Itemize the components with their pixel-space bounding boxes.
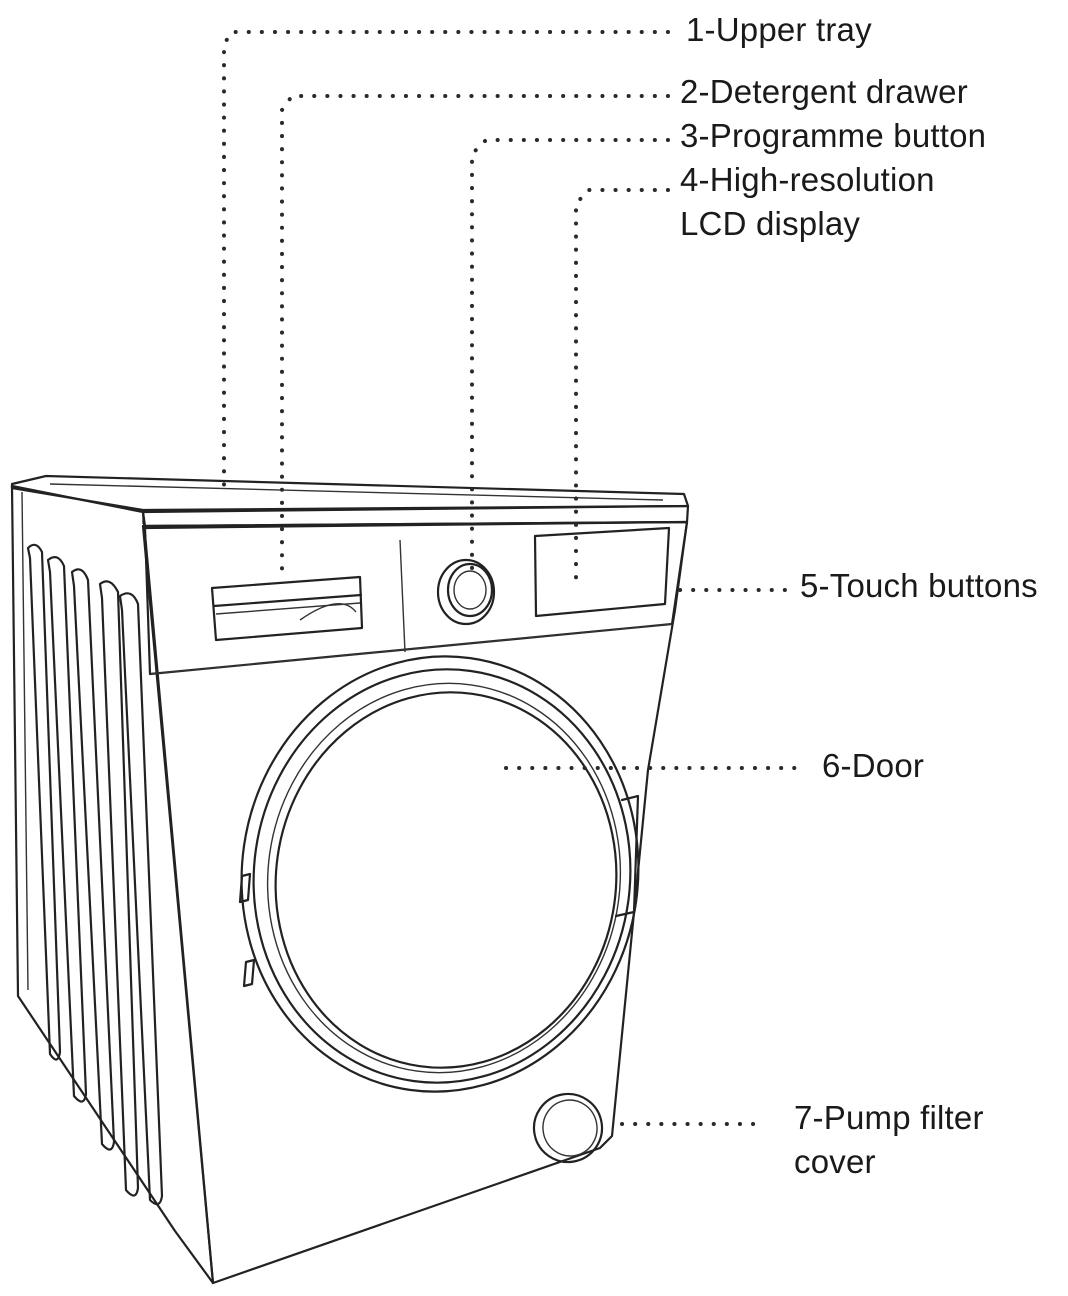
label-lcd-display-line-1: 4-High-resolution — [680, 161, 935, 198]
machine-top-surface — [10, 474, 690, 512]
pump-filter-part — [532, 1092, 604, 1164]
programme-knob — [436, 558, 496, 626]
washing-machine-illustration — [10, 474, 690, 1285]
label-detergent-drawer-line-1: 2-Detergent drawer — [680, 73, 968, 110]
control-panel — [143, 520, 689, 676]
label-door-line-1: 6-Door — [822, 747, 925, 784]
label-pump-filter-cover-line-2: cover — [794, 1143, 876, 1180]
leader-lines — [222, 30, 798, 1126]
leader-programme-button — [470, 138, 670, 582]
detergent-drawer-part — [210, 575, 364, 642]
leader-detergent-drawer — [280, 94, 670, 580]
label-touch-buttons-line-1: 5-Touch buttons — [800, 567, 1038, 604]
door-part — [238, 655, 640, 1093]
label-programme-button-line-1: 3-Programme button — [680, 117, 987, 154]
machine-front-panel — [141, 520, 689, 1285]
label-lcd-display: 4-High-resolution LCD display — [680, 158, 935, 246]
lcd-display-panel — [533, 526, 671, 618]
label-upper-tray-line-1: 1-Upper tray — [686, 11, 872, 48]
leader-lcd-display — [574, 188, 670, 584]
label-upper-tray: 1-Upper tray — [686, 8, 872, 52]
label-door: 6-Door — [822, 744, 924, 788]
label-pump-filter-cover-line-1: 7-Pump filter — [794, 1099, 984, 1136]
label-pump-filter-cover: 7-Pump filter cover — [794, 1096, 984, 1184]
label-lcd-display-line-2: LCD display — [680, 205, 861, 242]
label-programme-button: 3-Programme button — [680, 114, 986, 158]
label-touch-buttons: 5-Touch buttons — [800, 564, 1038, 608]
side-vent-slots — [26, 543, 164, 1206]
machine-side-panel — [10, 484, 215, 1285]
label-detergent-drawer: 2-Detergent drawer — [680, 70, 968, 114]
